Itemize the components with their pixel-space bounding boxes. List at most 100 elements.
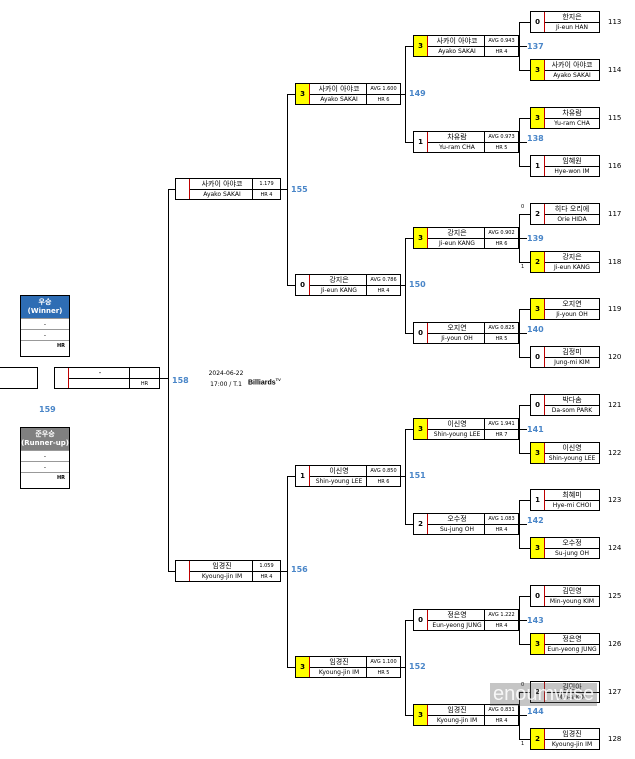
player-name-korean: 오지연 [447, 324, 467, 332]
player-name-korean: 한지은 [562, 13, 582, 21]
watermark: enoumwise [490, 683, 598, 706]
bracket-line [168, 189, 169, 572]
bracket-line [287, 476, 288, 668]
bracket-line [519, 309, 530, 310]
score-cell: 3 [531, 538, 545, 558]
player-name-korean: 박다솜 [562, 396, 582, 404]
player-average: 1.179 [252, 179, 280, 189]
player-high-run: HR 4 [484, 46, 518, 56]
score-cell: 2 [414, 514, 428, 534]
match-number: 159 [39, 405, 56, 414]
bracket-line [287, 285, 295, 286]
bracket-line [287, 94, 288, 286]
info-subtitle: (Runner-up) [21, 439, 69, 447]
match-slot-number: 120 [608, 353, 622, 361]
match-slot-number: 117 [608, 210, 622, 218]
match-slot-number: 121 [608, 401, 622, 409]
player-name-english: Ayako SAKAI [310, 94, 368, 104]
player-average: 1.059 [252, 561, 280, 571]
player-name-english: Ji-youn OH [428, 333, 486, 343]
player-name-korean: 김민영 [562, 587, 582, 595]
score-cell: 0 [531, 395, 545, 415]
player-name-korean: 강지은 [562, 253, 582, 261]
player-name-korean: 임경진 [447, 706, 467, 714]
bracket-line [287, 476, 295, 477]
info-row: - [21, 318, 69, 329]
player-name-korean: 임경진 [329, 658, 349, 666]
match-slot-number: 114 [608, 66, 622, 74]
score-cell: 3 [296, 84, 310, 104]
score-cell: 1 [531, 490, 545, 510]
player-name-english: Min-young KIM [545, 596, 599, 606]
player-name-korean: 이신영 [562, 444, 582, 452]
match-number: 139 [527, 234, 544, 243]
match-slot-number: 126 [608, 640, 622, 648]
final-player-left [0, 367, 38, 389]
score-cell: 0 [531, 586, 545, 606]
bracket-line [405, 238, 406, 334]
bracket-line [405, 46, 413, 47]
score-cell [176, 561, 190, 581]
player-average: AVG 0.786 [366, 275, 400, 285]
bracket-line [519, 692, 530, 693]
player-name-english: Ji-eun KANG [310, 285, 368, 295]
player-name-english: Yu-ram CHA [428, 142, 486, 152]
bracket-line [519, 453, 530, 454]
match-slot-number: 124 [608, 544, 622, 552]
player-high-run: HR 6 [366, 476, 400, 486]
player-name-english: Kyoung-jin IM [310, 667, 368, 677]
bracket-line [405, 620, 406, 716]
player-name-korean: - [98, 369, 102, 377]
bracket-line [401, 94, 405, 95]
player-high-run: HR 6 [484, 238, 518, 248]
player-name-english: Da-som PARK [545, 405, 599, 415]
bracket-line [519, 429, 527, 430]
bracket-line [168, 571, 175, 572]
player-high-run: HR 4 [484, 524, 518, 534]
bracket-line [519, 644, 530, 645]
player-name-english: Shin-young LEE [545, 453, 599, 463]
bracket-line [519, 524, 527, 525]
player-average: AVG 1.083 [484, 514, 518, 524]
score-cell: 3 [531, 299, 545, 319]
match-slot-number: 118 [608, 258, 622, 266]
match-slot-number: 125 [608, 592, 622, 600]
score-cell [55, 368, 69, 388]
match-slot-number: 116 [608, 162, 622, 170]
player-name-english: Yu-ram CHA [545, 118, 599, 128]
player-name-korean: 임경진 [212, 562, 232, 570]
player-name-english: Shin-young LEE [428, 429, 486, 439]
player-average: AVG 1.100 [366, 657, 400, 667]
bracket-line [281, 571, 287, 572]
player-average: AVG 0.943 [484, 36, 518, 46]
player-name-korean: 정은영 [447, 611, 467, 619]
bracket-line [519, 548, 530, 549]
bracket-line [519, 357, 530, 358]
info-subtitle: (Winner) [27, 307, 63, 315]
broadcaster-superscript: TV [275, 377, 281, 382]
score-cell: 3 [414, 36, 428, 56]
bracket-line [405, 333, 413, 334]
player-name-english: Ayako SAKAI [428, 46, 486, 56]
player-name-korean: 사카이 아야코 [318, 85, 360, 93]
match-number: 143 [527, 616, 544, 625]
player-average: AVG 0.831 [484, 705, 518, 715]
player-high-run: HR 4 [366, 285, 400, 295]
player-name-english: Kyoung-jin IM [545, 739, 599, 749]
match-slot-number: 128 [608, 735, 622, 743]
bracket-line [401, 285, 405, 286]
match-number: 150 [409, 280, 426, 289]
player-average: AVG 0.973 [484, 132, 518, 142]
